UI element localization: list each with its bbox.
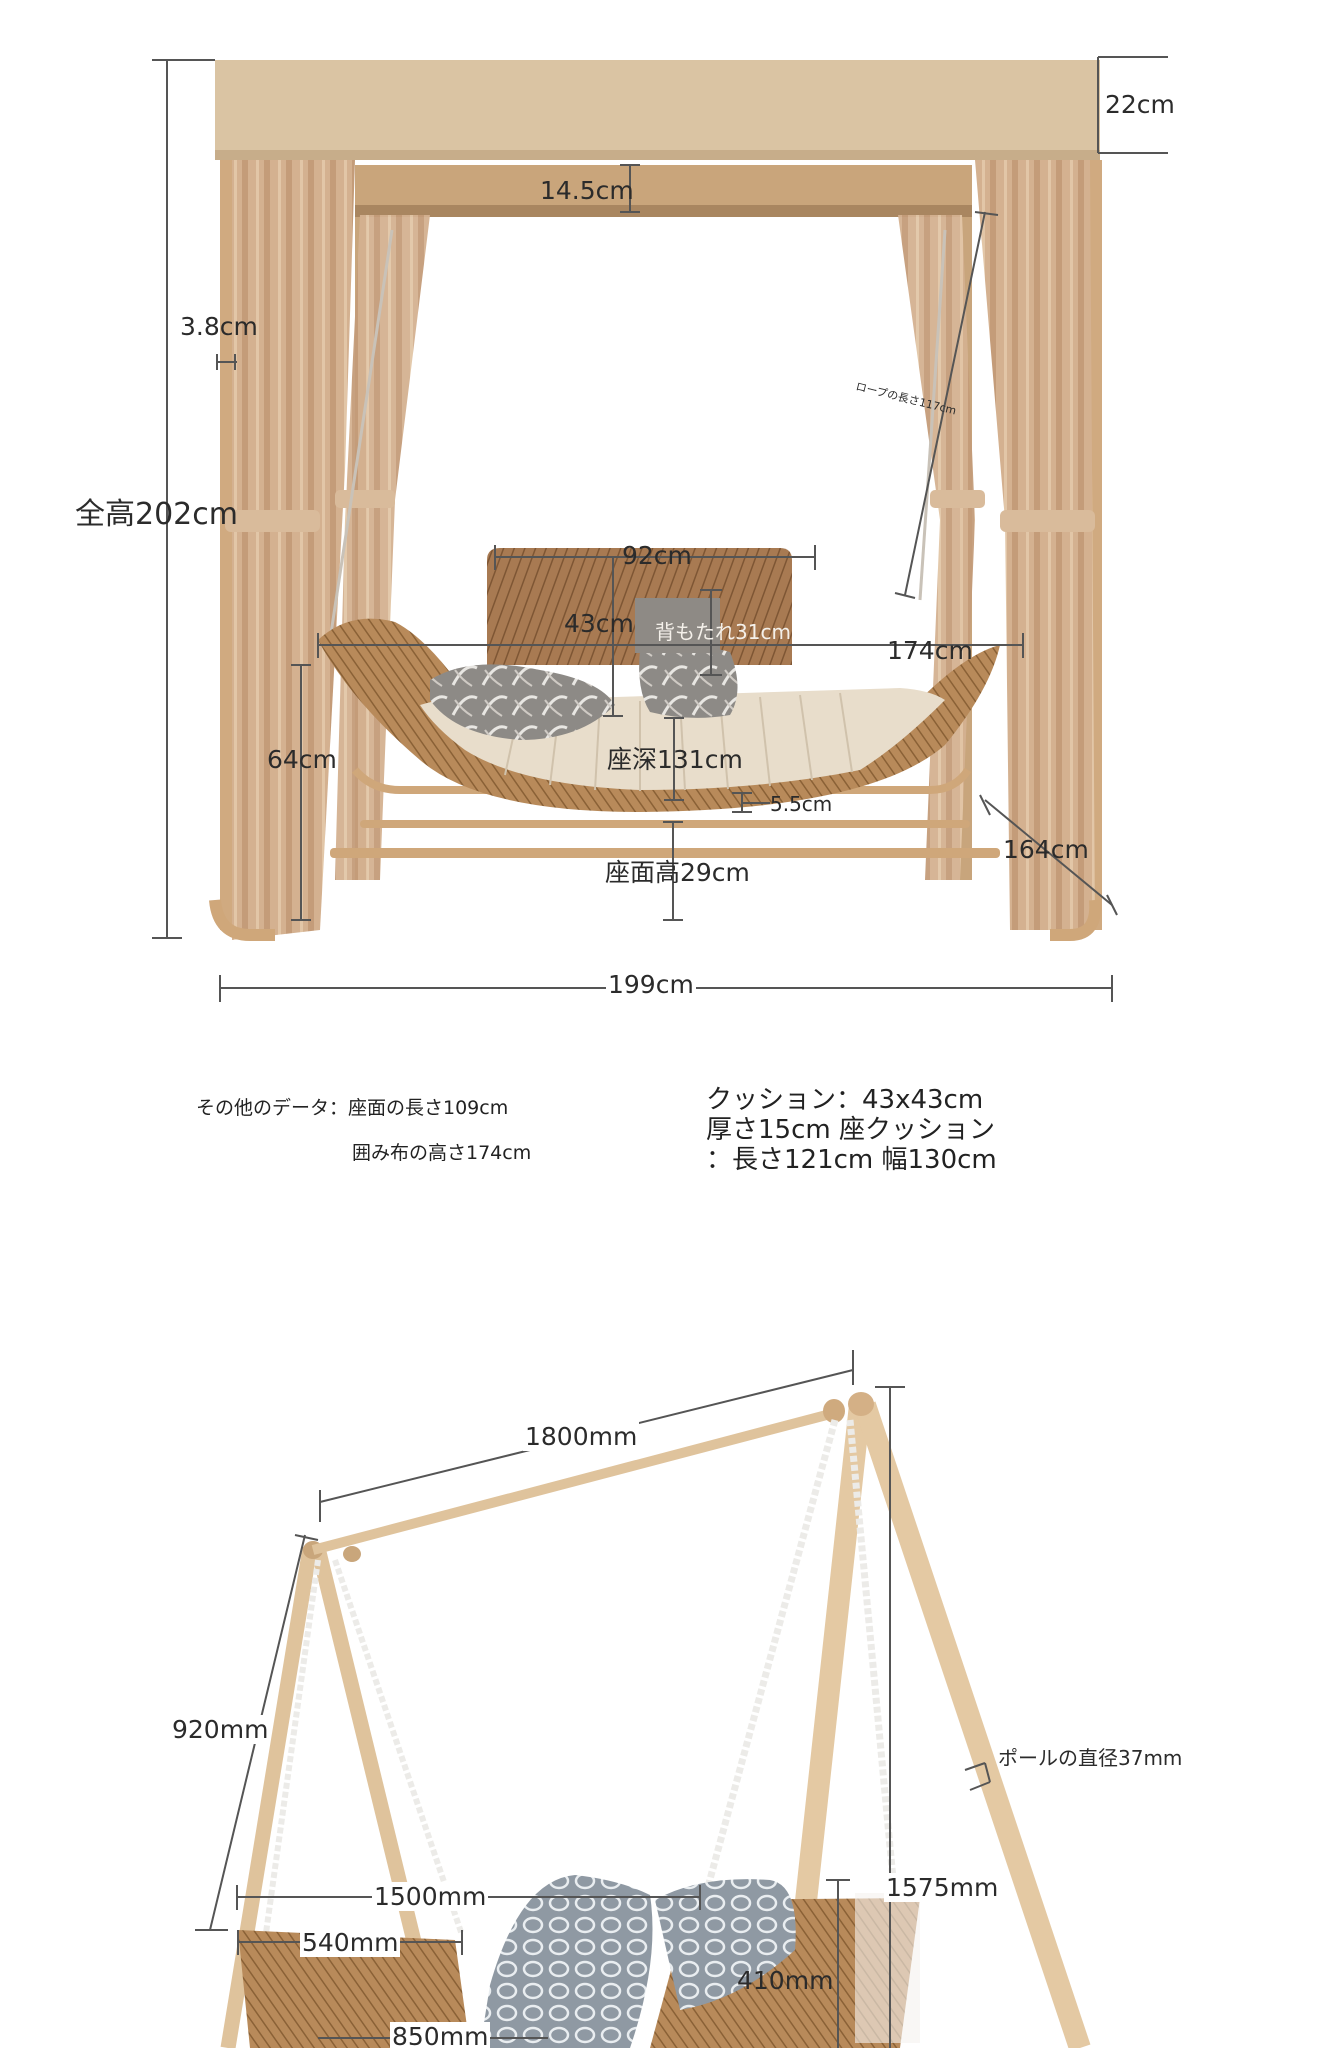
dim-side-height-mm: 920mm: [170, 1715, 271, 1744]
dim-total-width: 199cm: [606, 970, 696, 999]
canopy-dimension-lines: [152, 56, 1168, 1002]
dim-top-length: 1800mm: [523, 1422, 640, 1451]
rope-right-2: [846, 1419, 899, 1901]
dim-side-height: 64cm: [267, 745, 337, 774]
dim-seat-width: 174cm: [887, 636, 973, 665]
right-leg-back: [854, 1401, 1091, 2048]
curtain-back-left: [335, 215, 430, 880]
tieback-left: [225, 510, 320, 532]
pillow-back: [635, 598, 720, 653]
aframe-swing-drawing: [220, 1392, 1091, 2048]
dim-canopy-height: 22cm: [1105, 90, 1175, 119]
tieback-right: [1000, 510, 1095, 532]
rope-right: [918, 229, 947, 601]
pillow-left: [430, 664, 615, 740]
pillow-blue-left: [480, 1875, 653, 2048]
base-rail-front: [330, 848, 1000, 858]
dim-seat-depth-mm: 540mm: [300, 1928, 401, 1957]
dim-pole-diameter: ポールの直径37mm: [998, 1746, 1183, 1770]
cushion-line3: ：長さ121cm 幅130cm: [706, 1145, 997, 1175]
dim-back-height-mm: 410mm: [737, 1966, 834, 1995]
dim-seat-height: 座面高29cm: [605, 858, 750, 887]
dim-back-height: 43cm: [564, 609, 634, 638]
dim-depth: 164cm: [1003, 835, 1089, 864]
cushion-line2: 厚さ15cm 座クッション: [706, 1115, 995, 1145]
back-beam: [355, 165, 972, 210]
curtain-front-right: [975, 160, 1095, 930]
dim-seat-depth: 座深131cm: [607, 745, 743, 774]
front-post-left: [220, 160, 232, 930]
cushion-note: クッション：43x43cm 厚さ15cm 座クッション ：長さ121cm 幅13…: [706, 1085, 997, 1175]
dim-total-height-mm: 1575mm: [884, 1873, 1001, 1902]
top-crossbar: [311, 1407, 840, 1555]
pillow-blue-right: [655, 1879, 796, 2010]
cushion-line1: クッション：43x43cm: [706, 1085, 984, 1115]
dim-cushion-thickness: 5.5cm: [770, 792, 833, 816]
canopy-swing-drawing: [209, 60, 1102, 941]
dim-frame-tube: 3.8cm: [180, 312, 258, 341]
other-data-line2: 囲み布の高さ174cm: [352, 1142, 532, 1164]
other-data-line1: その他のデータ：座面の長さ109cm: [196, 1097, 509, 1119]
rope-left-1: [262, 1559, 321, 1941]
dim-backrest: 背もたれ31cm: [655, 620, 791, 644]
base-rail-back: [360, 820, 970, 828]
dim-beam: 14.5cm: [540, 176, 634, 205]
pillow-right: [639, 645, 738, 718]
seat-left-part: [238, 1930, 470, 2048]
curtain-front-left: [232, 160, 355, 940]
rope-right-1: [699, 1419, 839, 1906]
dim-total-height: 全高202cm: [75, 497, 238, 532]
rope-left: [328, 229, 394, 641]
dim-bottom-mm: 850mm: [390, 2022, 491, 2051]
dim-seat-width-mm: 1500mm: [372, 1882, 489, 1911]
canopy-roof: [215, 60, 1100, 160]
rope-left-2: [332, 1559, 465, 1936]
dim-back-width: 92cm: [622, 541, 692, 570]
